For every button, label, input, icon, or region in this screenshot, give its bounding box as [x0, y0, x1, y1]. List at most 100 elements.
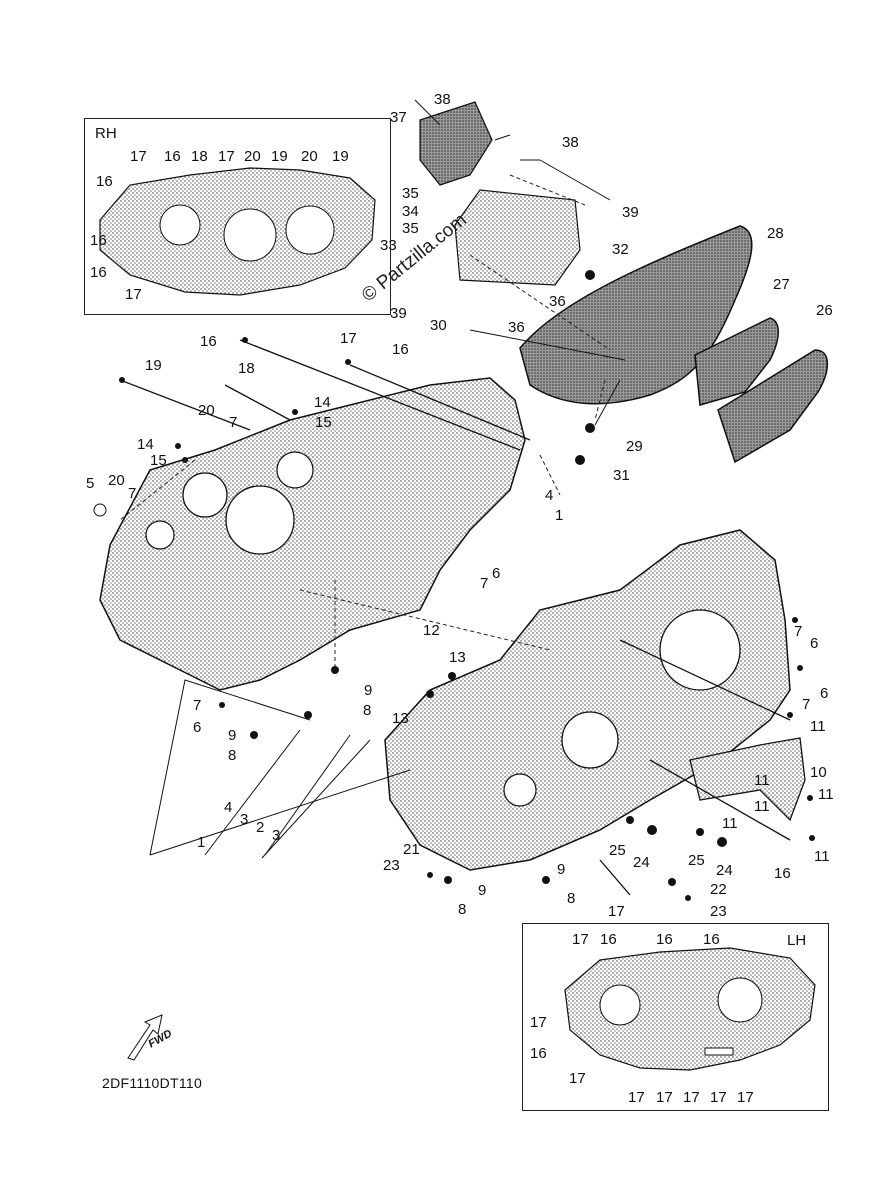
callout: 13 [449, 649, 466, 666]
lh-inset-box [522, 923, 829, 1111]
callout: 11 [818, 786, 834, 803]
rh-inset-box [84, 118, 391, 315]
callout: 17 [569, 1070, 586, 1087]
callout: 13 [392, 710, 409, 727]
callout: 4 [224, 799, 233, 816]
callout: 5 [86, 475, 95, 492]
callout: 33 [380, 237, 397, 254]
callout: 20 [244, 148, 261, 165]
callout: 29 [626, 438, 643, 455]
callout: 8 [228, 747, 237, 764]
callout: 8 [458, 901, 467, 918]
callout: 25 [688, 852, 705, 869]
callout: 28 [767, 225, 784, 242]
callout: 4 [545, 487, 554, 504]
callout: 35 [402, 185, 419, 202]
callout: 35 [402, 220, 419, 237]
callout: 32 [612, 241, 629, 258]
callout: 9 [228, 727, 237, 744]
callout: 8 [363, 702, 372, 719]
callout: 16 [90, 232, 107, 249]
callout: 16 [96, 173, 113, 190]
callout: 27 [773, 276, 790, 293]
callout: 38 [434, 91, 451, 108]
callout: 36 [508, 319, 525, 336]
callout: 10 [810, 764, 827, 781]
callout: 9 [557, 861, 566, 878]
callout: 17 [628, 1089, 645, 1106]
callout: 26 [816, 302, 833, 319]
callout: 11 [810, 718, 826, 735]
diagram-code: 2DF1110DT110 [102, 1075, 203, 1091]
callout: 17 [125, 286, 142, 303]
bracket-frame [454, 189, 581, 286]
callout: 17 [608, 903, 625, 920]
callout: 11 [814, 848, 830, 865]
callout: 17 [683, 1089, 700, 1106]
oil-pan-10 [689, 737, 806, 822]
callout: 6 [820, 685, 829, 702]
callout: 17 [530, 1014, 547, 1031]
callout: 15 [315, 414, 332, 431]
callout: 16 [600, 931, 617, 948]
callout: 7 [193, 697, 202, 714]
callout: 14 [314, 394, 331, 411]
cover-27 [694, 317, 779, 406]
callout: 2 [256, 819, 265, 836]
callout: 3 [240, 811, 249, 828]
callout: 39 [622, 204, 639, 221]
callout: 7 [794, 623, 803, 640]
callout: 11 [754, 772, 770, 789]
callout: 20 [301, 148, 318, 165]
callout: 6 [193, 719, 202, 736]
cover-28 [519, 225, 753, 405]
callout: 17 [130, 148, 147, 165]
callout: 19 [145, 357, 162, 374]
callout: 24 [716, 862, 733, 879]
callout: 9 [364, 682, 373, 699]
rh-inset-title: RH [95, 125, 117, 142]
callout: 6 [492, 565, 501, 582]
callout: 38 [562, 134, 579, 151]
callout: 1 [555, 507, 564, 524]
callout: 16 [392, 341, 409, 358]
callout: 8 [567, 890, 576, 907]
callout: 20 [198, 402, 215, 419]
callout: 23 [710, 903, 727, 920]
callout: 16 [703, 931, 720, 948]
callout: 7 [802, 696, 811, 713]
callout: 17 [340, 330, 357, 347]
callout: 14 [137, 436, 154, 453]
cover-26 [717, 349, 829, 464]
callout: 20 [108, 472, 125, 489]
callout: 17 [218, 148, 235, 165]
callout: 25 [609, 842, 626, 859]
callout: 6 [810, 635, 819, 652]
callout: 17 [710, 1089, 727, 1106]
callout: 7 [480, 575, 489, 592]
callout: 23 [383, 857, 400, 874]
callout: 16 [656, 931, 673, 948]
callout: 39 [390, 305, 407, 322]
callout: 22 [710, 881, 727, 898]
callout: 17 [737, 1089, 754, 1106]
callout: 12 [423, 622, 440, 639]
callout: 19 [332, 148, 349, 165]
lh-inset-title: LH [787, 932, 807, 949]
callout: 19 [271, 148, 288, 165]
callout: 1 [197, 834, 206, 851]
callout: 7 [128, 485, 137, 502]
callout: 11 [722, 815, 738, 832]
callout: 3 [272, 827, 281, 844]
callout: 11 [754, 798, 770, 815]
callout: 24 [633, 854, 650, 871]
callout: 7 [229, 414, 238, 431]
callout: 18 [238, 360, 255, 377]
bracket-37 [419, 101, 493, 186]
callout: 34 [402, 203, 419, 220]
callout: 16 [164, 148, 181, 165]
callout: 16 [90, 264, 107, 281]
callout: 9 [478, 882, 487, 899]
